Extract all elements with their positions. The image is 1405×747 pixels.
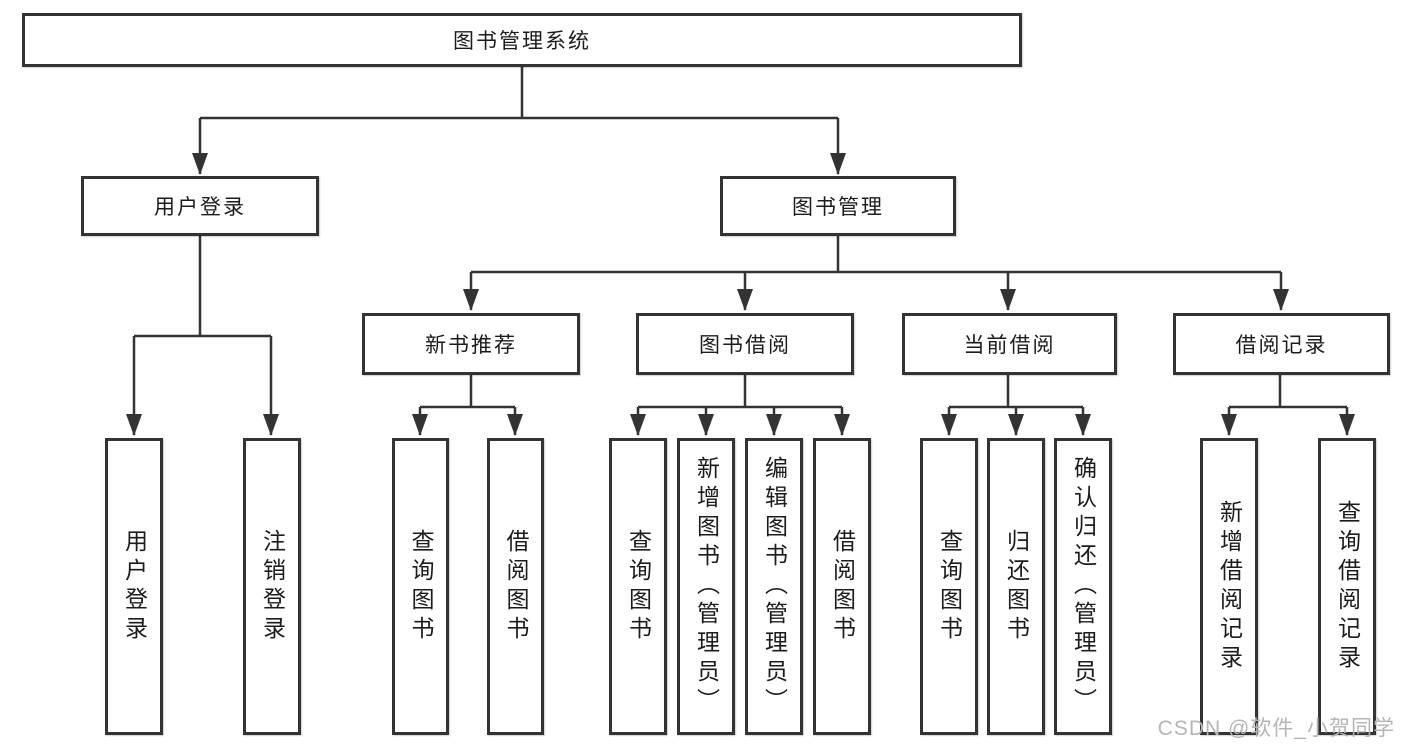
node-user-login: 用户登录: [81, 176, 319, 236]
leaf-query-books-2: 查询图书: [609, 438, 667, 735]
leaf-edit-book-admin: 编辑图书（管理员）: [745, 438, 803, 735]
leaf-add-book-admin: 新增图书（管理员）: [677, 438, 735, 735]
node-book-borrowing: 图书借阅: [636, 313, 854, 375]
node-current-borrowing: 当前借阅: [902, 313, 1117, 375]
leaf-confirm-return-admin: 确认归还（管理员）: [1054, 438, 1112, 735]
csdn-watermark: CSDN @软件_小贺同学: [1157, 717, 1395, 740]
leaf-borrow-books-2: 借阅图书: [813, 438, 871, 735]
leaf-user-login: 用户登录: [105, 438, 163, 735]
leaf-return-book: 归还图书: [987, 438, 1045, 735]
leaf-add-borrow-record: 新增借阅记录: [1200, 438, 1258, 735]
leaf-logout: 注销登录: [243, 438, 301, 735]
leaf-borrow-books-1: 借阅图书: [487, 438, 544, 735]
leaf-query-borrow-record: 查询借阅记录: [1318, 438, 1376, 735]
node-borrowing-records: 借阅记录: [1173, 313, 1390, 375]
node-library-management-system: 图书管理系统: [22, 13, 1022, 67]
leaf-query-books-3: 查询图书: [920, 438, 978, 735]
node-new-book-recommendation: 新书推荐: [362, 313, 580, 375]
leaf-query-books-1: 查询图书: [392, 438, 449, 735]
node-book-management: 图书管理: [720, 176, 956, 236]
